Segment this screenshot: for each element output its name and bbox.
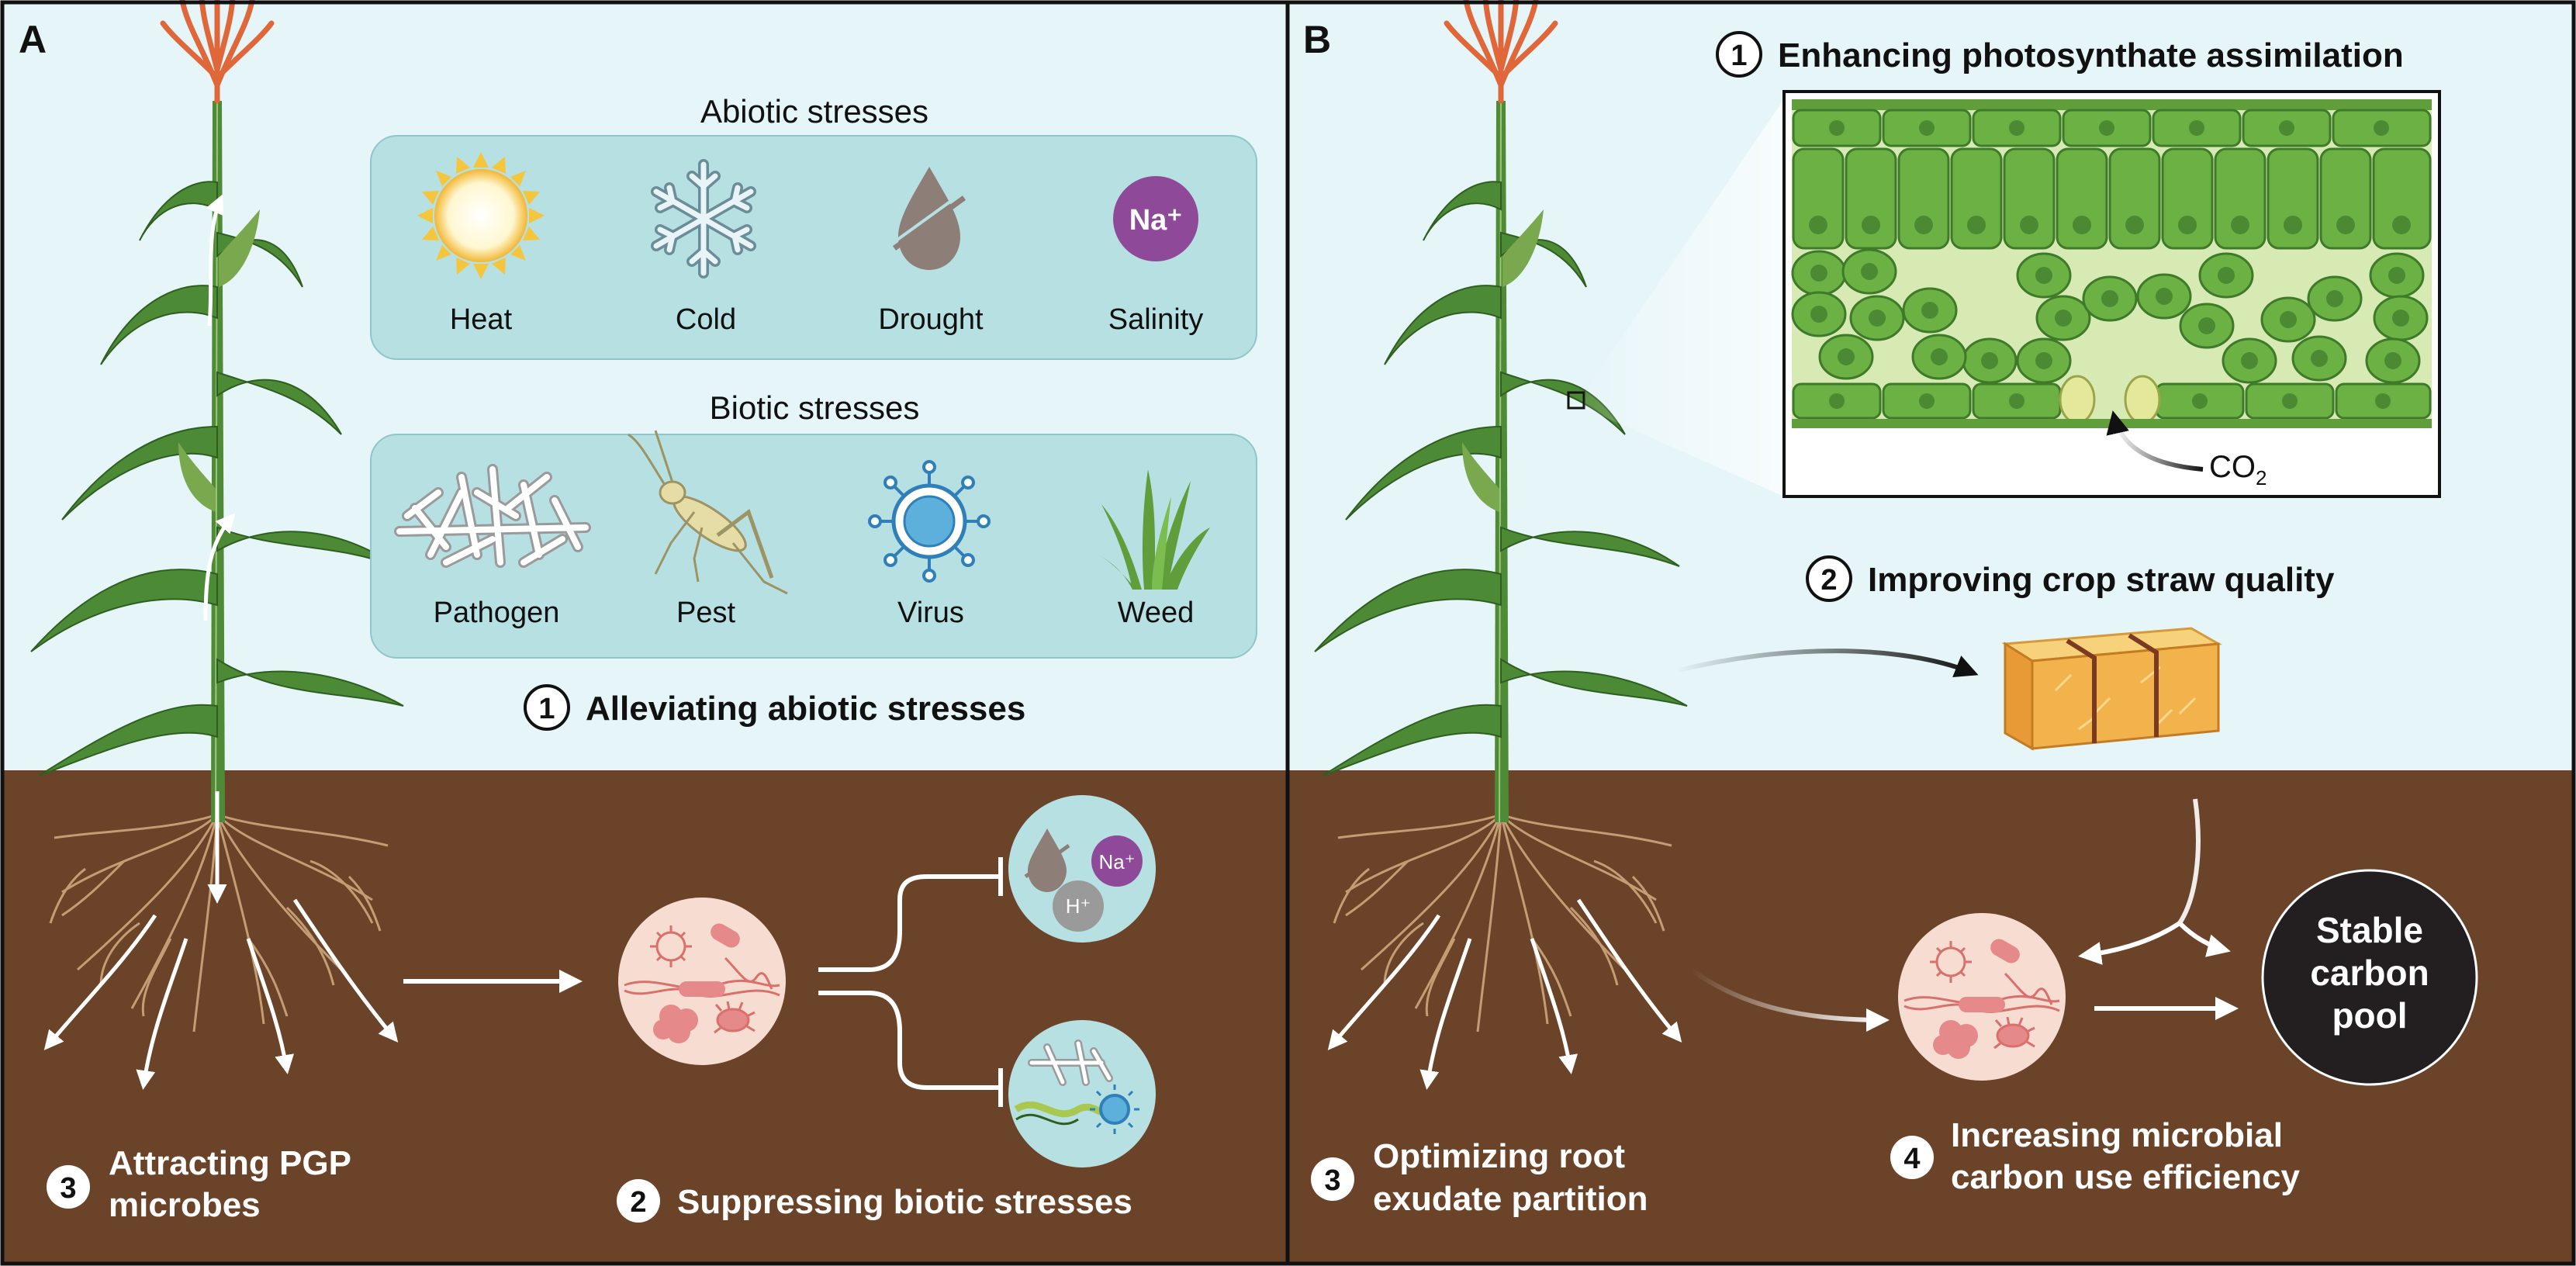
ion-na: Na⁺ bbox=[1099, 850, 1136, 873]
arrow-roots-to-microbes-b bbox=[1689, 967, 1890, 1032]
step-b4: 4 Increasing microbial carbon use effici… bbox=[1890, 1116, 2300, 1196]
step-b2: 2 Improving crop straw quality bbox=[1806, 555, 2335, 602]
step-a2-num: 2 bbox=[630, 1186, 646, 1219]
step-b4-line2: carbon use efficiency bbox=[1951, 1158, 2300, 1196]
microbe-community-a bbox=[617, 896, 787, 1067]
label-heat: Heat bbox=[450, 303, 513, 336]
step-a3-line2: microbes bbox=[109, 1186, 261, 1224]
step-b2-num: 2 bbox=[1820, 564, 1837, 597]
co2-arrow bbox=[2106, 410, 2204, 472]
leaf-cross-section: CO2 bbox=[1782, 90, 2441, 498]
stable-carbon-pool: Stable carbon pool bbox=[2261, 869, 2478, 1086]
snowflake-icon bbox=[651, 159, 756, 278]
arrow-to-straw bbox=[1675, 649, 1979, 678]
label-drought: Drought bbox=[878, 303, 984, 336]
step-a3: 3 Attracting PGP microbes bbox=[47, 1144, 351, 1224]
step-a2-text: Suppressing biotic stresses bbox=[677, 1183, 1132, 1221]
na-symbol: Na⁺ bbox=[1129, 204, 1183, 237]
label-pest: Pest bbox=[676, 597, 735, 629]
step-b2-text: Improving crop straw quality bbox=[1868, 561, 2335, 599]
virus-icon bbox=[868, 460, 991, 583]
step-b3: 3 Optimizing root exudate partition bbox=[1311, 1137, 1648, 1218]
pool-line3: pool bbox=[2332, 995, 2407, 1036]
step-a3-num: 3 bbox=[60, 1172, 76, 1205]
label-cold: Cold bbox=[676, 303, 736, 336]
step-b3-line1: Optimizing root bbox=[1373, 1137, 1625, 1175]
abiotic-title: Abiotic stresses bbox=[700, 93, 928, 130]
maize-plant-b bbox=[1315, 0, 1784, 1090]
microbe-community-b bbox=[1897, 911, 2067, 1082]
step-a1-text: Alleviating abiotic stresses bbox=[586, 690, 1025, 728]
label-weed: Weed bbox=[1118, 597, 1195, 629]
maize-plant-a bbox=[31, 0, 403, 1090]
ion-h: H⁺ bbox=[1066, 894, 1091, 918]
step-b3-line2: exudate partition bbox=[1373, 1180, 1648, 1218]
panel-a: A Abiotic stresses bbox=[2, 0, 1288, 1264]
sun-icon bbox=[417, 152, 545, 279]
pool-line2: carbon bbox=[2310, 953, 2429, 993]
step-b1: 1 Enhancing photosynthate assimilation bbox=[1716, 31, 2404, 78]
arrow-straw-to-soil bbox=[2177, 798, 2201, 925]
step-b1-text: Enhancing photosynthate assimilation bbox=[1778, 36, 2404, 74]
cricket-icon bbox=[628, 430, 788, 595]
biotic-title: Biotic stresses bbox=[710, 389, 920, 426]
panel-b-frame bbox=[1285, 0, 2576, 1266]
step-b1-num: 1 bbox=[1731, 40, 1747, 72]
step-a2: 2 Suppressing biotic stresses bbox=[617, 1179, 1132, 1223]
co2-label: CO2 bbox=[2209, 450, 2267, 489]
abiotic-stress-bubble: Na⁺ H⁺ bbox=[1008, 795, 1156, 943]
panel-b-letter: B bbox=[1303, 18, 1331, 61]
panel-b: B 1 Enhancing photosynthate assimilation bbox=[1288, 0, 2574, 1264]
inhibition-bracket bbox=[818, 857, 1003, 1107]
straw-bale-icon bbox=[2001, 627, 2222, 751]
step-b4-num: 4 bbox=[1903, 1143, 1920, 1175]
step-a1-num: 1 bbox=[538, 693, 555, 725]
label-pathogen: Pathogen bbox=[434, 597, 560, 629]
abiotic-box bbox=[370, 135, 1257, 360]
mycelium-icon bbox=[394, 464, 591, 568]
grass-icon bbox=[1098, 469, 1210, 590]
biotic-stress-bubble bbox=[1008, 1020, 1156, 1167]
label-salinity: Salinity bbox=[1108, 303, 1204, 336]
step-a1: 1 Alleviating abiotic stresses bbox=[524, 684, 1025, 731]
arrow-to-microbes-b bbox=[2078, 921, 2181, 965]
na-ion-icon: Na⁺ bbox=[1113, 176, 1198, 261]
step-b3-num: 3 bbox=[1324, 1164, 1340, 1197]
step-a3-line1: Attracting PGP bbox=[109, 1144, 351, 1182]
label-virus: Virus bbox=[897, 597, 964, 629]
pool-line1: Stable bbox=[2316, 910, 2423, 950]
drop-icon bbox=[890, 167, 966, 270]
step-b4-line1: Increasing microbial bbox=[1951, 1116, 2283, 1154]
panel-a-letter: A bbox=[19, 18, 47, 61]
biotic-box bbox=[370, 434, 1257, 659]
arrow-to-pool-top bbox=[2177, 921, 2231, 957]
